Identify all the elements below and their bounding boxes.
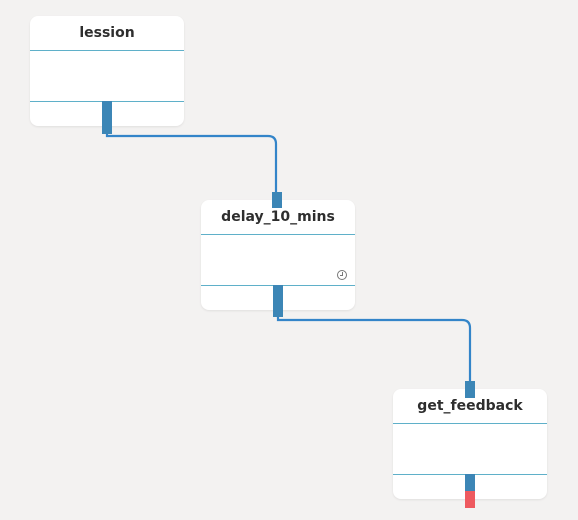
output-port[interactable]: [465, 474, 475, 491]
connector-delay-feedback[interactable]: [276, 317, 472, 382]
node-title: lession: [30, 16, 184, 51]
node-title: get_feedback: [393, 389, 547, 424]
node-title: delay_10_mins: [201, 200, 355, 235]
node-body: [393, 424, 547, 474]
node-body: [30, 51, 184, 101]
error-port[interactable]: [465, 491, 475, 508]
output-port[interactable]: [102, 101, 112, 134]
input-port[interactable]: [465, 381, 475, 398]
clock-icon: [337, 270, 347, 280]
node-body: [201, 235, 355, 285]
input-port[interactable]: [272, 192, 282, 208]
connector-lession-delay[interactable]: [105, 134, 278, 194]
output-port[interactable]: [273, 285, 283, 317]
